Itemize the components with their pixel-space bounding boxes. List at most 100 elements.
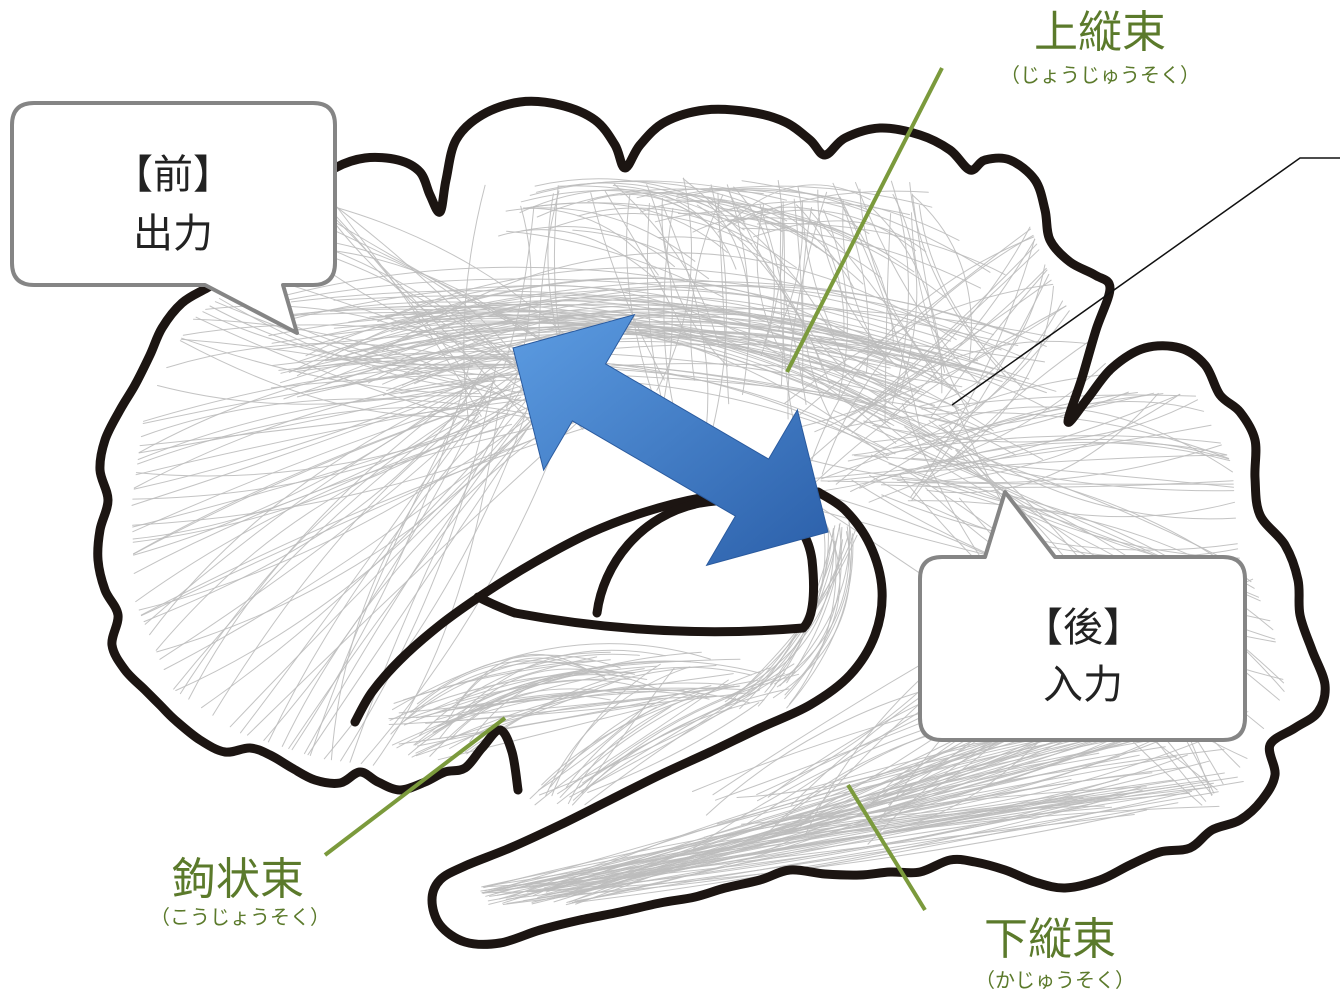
fiber-line [537,806,1112,898]
fiber-line [827,454,1228,482]
fiber-line [881,494,1238,551]
fiber-line [438,688,751,727]
fiber-line [135,423,512,603]
fiber-line [133,356,506,556]
fiber-line [390,299,883,344]
fiber-line [921,394,1197,410]
fiber-line [340,364,497,762]
fiber-line [406,678,632,720]
fiber-line [179,373,535,695]
fiber-line [801,200,835,336]
fiber-line [950,455,1235,492]
fiber-line [353,323,1047,394]
pointer-line [951,157,1340,406]
fiber-line [839,196,920,427]
fiber-line [842,279,1052,420]
fiber-line [759,204,807,405]
fiber-line [462,660,691,708]
fiber-line [943,340,1091,469]
fiber-line [797,228,1032,417]
fiber-line [278,358,952,424]
fiber-line [559,667,771,798]
fiber-line [581,667,675,794]
fiber-line [179,340,479,418]
fiber-line [823,209,848,400]
fiber-line [541,685,735,786]
fiber-line [868,243,1038,406]
fiber-line [710,184,727,430]
fiber-line [576,790,1193,903]
fiber-line [549,685,712,788]
fiber-line [786,533,854,709]
fiber-line [141,420,576,617]
fiber-line [851,226,1031,434]
fiber-line [783,444,1222,484]
fiber-line [741,738,1046,825]
fiber-line [523,202,728,253]
fiber-line [291,356,472,751]
fiber-line [778,186,803,331]
fiber-line [193,318,532,413]
fiber-line [313,284,995,380]
fiber-line [266,305,889,460]
fiber-line [868,442,1228,503]
fiber-line [133,355,534,490]
fiber-line [707,196,847,366]
fiber-line [677,212,883,279]
fiber-line [881,480,1234,488]
fiber-line [342,307,1051,387]
fiber-line [872,399,1198,443]
thalamus-lower-contour [510,608,808,637]
fiber-line [240,379,496,734]
fiber-line [676,185,933,208]
fiber-line [402,659,611,701]
fiber-line [717,192,730,405]
fiber-line [534,178,746,223]
fiber-line [584,663,795,806]
fiber-line [549,213,753,245]
fiber-line [612,185,737,270]
fiber-line [557,679,729,795]
fiber-line [732,189,960,241]
fiber-line [506,230,724,298]
fiber-line [531,787,1141,893]
fiber-line [646,184,673,411]
fiber-line [797,424,1212,481]
fiber-line [572,688,790,801]
fiber-line [209,305,565,370]
fiber-line [229,373,579,728]
fiber-line [400,315,1044,460]
fiber-line [756,203,783,354]
fiber-line [519,189,709,214]
fiber-line [811,236,1035,462]
fiber-line [156,404,546,653]
fiber-line [330,308,931,439]
bubble-back-heading: 【後】 [1023,605,1143,651]
fiber-line [613,183,720,347]
fiber-line [909,182,1006,377]
fiber-line [696,204,830,384]
fiber-line [817,189,898,368]
fiber-line [889,239,1036,418]
fiber-line [726,184,871,227]
fiber-line [910,238,1036,498]
fiber-line [271,321,1017,380]
fiber-line [411,682,729,758]
fiber-line [892,194,918,392]
fiber-line [132,411,479,540]
fiber-line [787,191,828,420]
fiber-line [626,194,659,411]
brain-outline [93,96,1330,949]
fiber-line [646,203,665,410]
fiber-line [418,653,640,736]
fiber-line [456,653,593,705]
fiber-line [569,672,785,798]
fiber-line [656,177,692,391]
fiber-line [661,197,728,367]
fiber-line [779,519,851,687]
fiber-line [756,223,1006,276]
fiber-line [804,305,1067,493]
fiber-line [733,186,775,345]
fiber-line [724,530,835,699]
speech-bubble-front [10,101,337,335]
